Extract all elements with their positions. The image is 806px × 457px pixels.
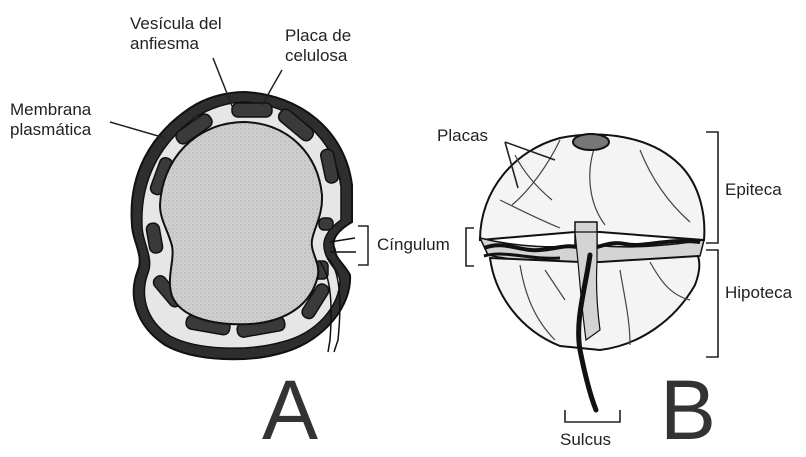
label-vesicle-line2: anfiesma xyxy=(130,34,199,53)
cytoplasm xyxy=(160,122,322,324)
label-membrane-line1: Membrana xyxy=(10,100,91,119)
label-epitheca: Epiteca xyxy=(725,180,782,199)
label-hypotheca: Hipoteca xyxy=(725,283,792,302)
label-plate-line2: celulosa xyxy=(285,46,347,65)
apical-pore xyxy=(573,134,609,150)
label-cingulum: Cíngulum xyxy=(377,235,450,254)
panel-a-letter: A xyxy=(262,368,318,452)
label-vesicle-line1: Vesícula del xyxy=(130,14,222,33)
panel-b-letter: B xyxy=(660,368,716,452)
label-plate-line1: Placa de xyxy=(285,26,351,45)
label-sulcus: Sulcus xyxy=(560,430,611,449)
label-plates: Placas xyxy=(437,126,488,145)
panel-a-cell xyxy=(132,92,356,359)
label-membrane-line2: plasmática xyxy=(10,120,91,139)
